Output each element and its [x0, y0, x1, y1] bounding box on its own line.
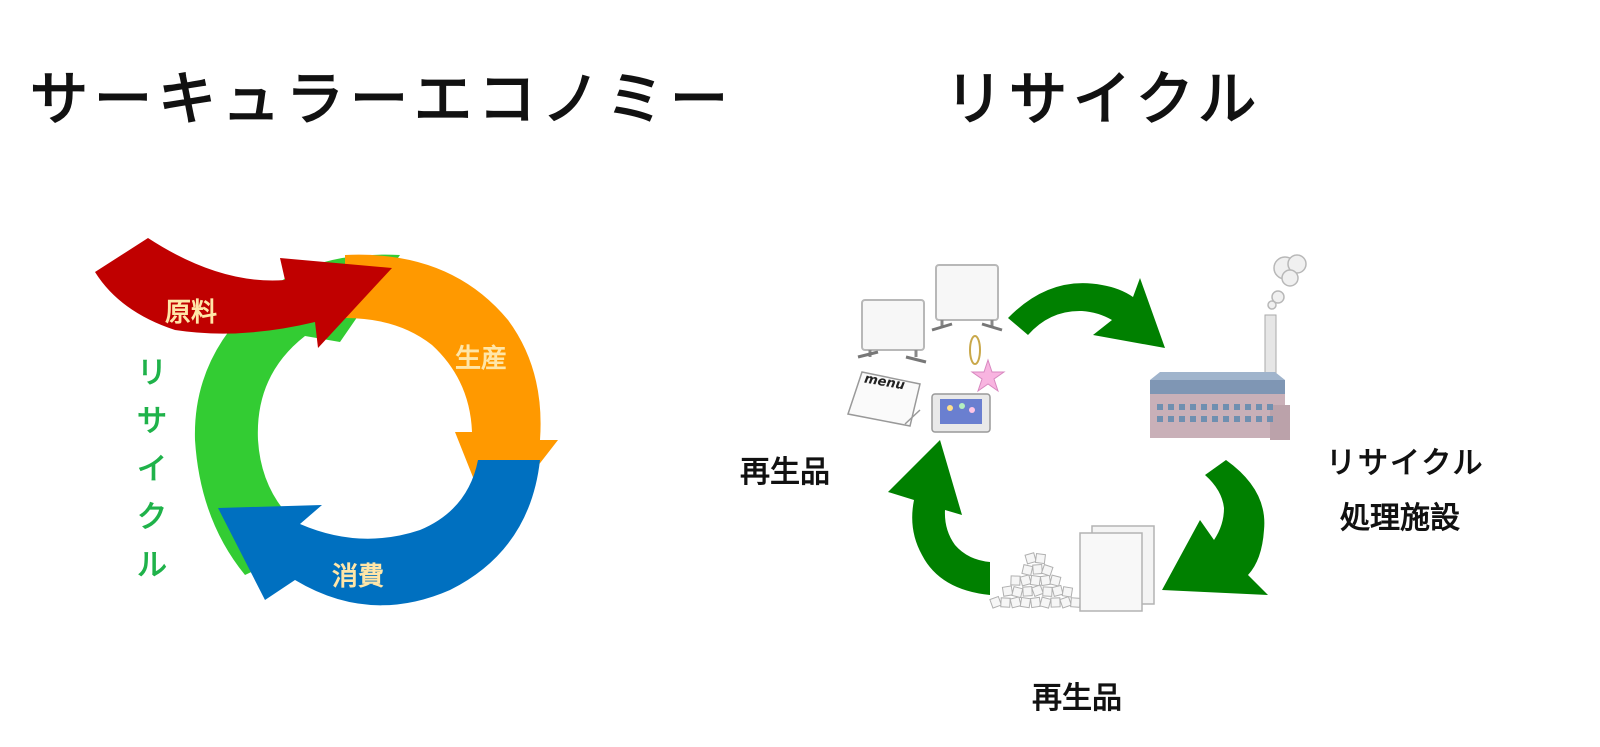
factory-window	[1179, 416, 1185, 422]
factory-window	[1267, 416, 1273, 422]
factory-window	[1234, 404, 1240, 410]
factory-window	[1179, 404, 1185, 410]
circular-economy-title: サーキュラーエコノミー	[30, 65, 735, 133]
facility-label-line1: リサイクル	[1326, 446, 1485, 481]
pellet	[1034, 552, 1047, 565]
partition-panel-icon	[857, 264, 1003, 364]
factory-window	[1267, 404, 1273, 410]
factory-window	[1223, 416, 1229, 422]
pellet	[1024, 552, 1037, 565]
recycle-arrows	[888, 278, 1268, 595]
star-charm-icon	[969, 335, 1006, 393]
arrow-left	[888, 440, 990, 595]
production-arrow	[345, 254, 558, 525]
factory-window	[1157, 416, 1163, 422]
pellet	[1039, 574, 1052, 587]
factory-window	[1168, 416, 1174, 422]
factory-window	[1168, 404, 1174, 410]
pellet	[1061, 586, 1074, 598]
factory-window	[1245, 404, 1251, 410]
arrow-right	[1162, 460, 1268, 595]
production-label: 生産	[455, 344, 508, 374]
factory-window	[1256, 404, 1262, 410]
raw-material-label: 原料	[165, 298, 218, 328]
pellet	[1022, 586, 1033, 597]
factory-window	[1212, 416, 1218, 422]
pellet	[1049, 574, 1062, 587]
recycled-products-bottom-label: 再生品	[1032, 681, 1122, 716]
circular-ring	[95, 238, 558, 606]
factory-window	[1201, 416, 1207, 422]
pellet	[1009, 596, 1022, 609]
recycle-vertical-label: リサイクル	[137, 356, 167, 583]
factory-window	[1245, 416, 1251, 422]
factory-window	[1212, 404, 1218, 410]
smoke-icon	[1267, 254, 1307, 310]
pellet	[1011, 586, 1024, 599]
raw-material-arrow	[95, 238, 392, 348]
recycled-products-left-label: 再生品	[740, 455, 830, 490]
pellet	[1050, 597, 1061, 608]
recycle-arrow	[194, 254, 400, 575]
pellet	[1019, 596, 1032, 609]
consumption-arrow	[218, 460, 540, 606]
pellet	[1070, 597, 1081, 608]
consumption-label: 消費	[332, 562, 385, 592]
facility-label-line2: 処理施設	[1340, 501, 1460, 536]
pellet-pile-icon	[989, 552, 1081, 609]
pellet	[1039, 596, 1052, 609]
pellet	[1032, 563, 1043, 575]
menu-stand-icon	[847, 371, 921, 427]
photo-frame-icon	[931, 393, 991, 433]
factory-windows	[1157, 404, 1273, 422]
pellet	[1059, 595, 1072, 609]
factory-window	[1234, 416, 1240, 422]
arrow-top	[1008, 278, 1165, 348]
pellet	[989, 595, 1003, 609]
pellet	[1019, 574, 1032, 587]
factory-window	[1190, 416, 1196, 422]
pellet	[1029, 574, 1042, 587]
pellet	[1031, 584, 1044, 598]
factory-window	[1157, 404, 1163, 410]
factory-window	[1256, 416, 1262, 422]
pellet	[1000, 597, 1011, 608]
pellet	[1021, 564, 1034, 577]
factory-window	[1223, 404, 1229, 410]
pellet	[1029, 596, 1042, 609]
pellet	[1010, 575, 1021, 586]
pellet	[1040, 563, 1054, 577]
factory-window	[1201, 404, 1207, 410]
pellet	[1042, 586, 1053, 597]
plastic-sheets-icon	[1079, 525, 1155, 612]
pellet	[1051, 584, 1064, 597]
pellet	[1001, 585, 1014, 597]
recycle-title: リサイクル	[945, 65, 1263, 133]
factory-window	[1190, 404, 1196, 410]
